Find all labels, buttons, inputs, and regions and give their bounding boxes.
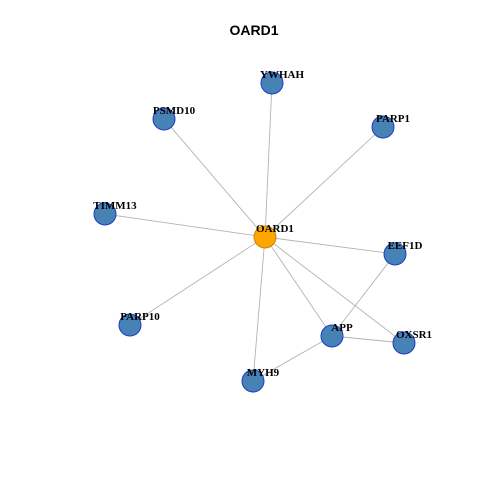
node-label-timm13: TIMM13 — [93, 200, 137, 212]
edge-app-myh9 — [252, 335, 333, 382]
node-label-ywhah: YWHAH — [260, 69, 304, 81]
node-parp1[interactable] — [371, 115, 395, 139]
node-label-myh9: MYH9 — [247, 367, 280, 379]
edge-oard1-eef1d — [264, 236, 396, 255]
node-label-oard1: OARD1 — [256, 223, 294, 235]
node-label-psmd10: PSMD10 — [153, 105, 196, 117]
edges-layer — [104, 82, 405, 382]
node-label-parp10: PARP10 — [120, 311, 160, 323]
node-label-parp1: PARP1 — [376, 113, 410, 125]
node-myh9[interactable] — [241, 369, 265, 393]
node-app[interactable] — [320, 324, 344, 348]
node-ywhah[interactable] — [260, 71, 284, 95]
node-oard1[interactable] — [253, 225, 277, 249]
edge-app-oxsr1 — [331, 335, 405, 344]
node-oxsr1[interactable] — [392, 331, 416, 355]
edge-oard1-psmd10 — [163, 118, 266, 238]
nodes-layer — [93, 71, 416, 393]
edge-oard1-parp1 — [264, 126, 384, 238]
node-psmd10[interactable] — [152, 107, 176, 131]
node-label-oxsr1: OXSR1 — [396, 329, 432, 341]
edge-oard1-myh9 — [252, 236, 266, 382]
edge-oard1-parp10 — [129, 236, 266, 326]
edge-oard1-ywhah — [264, 82, 273, 238]
node-label-app: APP — [331, 322, 353, 334]
edge-oard1-app — [264, 236, 333, 337]
edge-oard1-oxsr1 — [264, 236, 405, 344]
edge-oard1-timm13 — [104, 213, 266, 238]
node-timm13[interactable] — [93, 202, 117, 226]
graph-title: OARD1 — [229, 22, 278, 38]
node-label-eef1d: EEF1D — [388, 240, 423, 252]
node-parp10[interactable] — [118, 313, 142, 337]
node-eef1d[interactable] — [383, 242, 407, 266]
edge-eef1d-app — [331, 253, 396, 337]
